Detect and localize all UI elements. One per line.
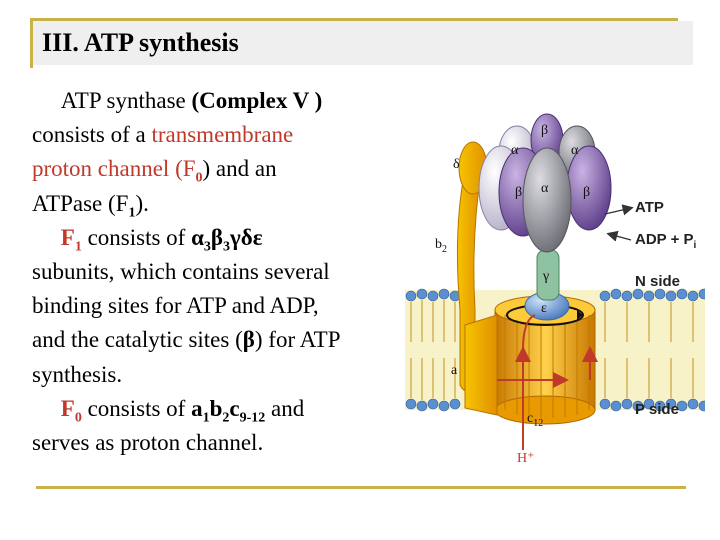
p2-line-5: synthesis. xyxy=(32,361,123,387)
p3-line-1: F0 consists of a1b2c9-12 and xyxy=(60,395,305,426)
p1-line-3: proton channel (F0) and an xyxy=(32,156,277,186)
a-label: a xyxy=(451,363,458,378)
beta-label-top: β xyxy=(541,123,548,138)
title-bar-top-rule xyxy=(30,18,678,21)
beta-label-left: β xyxy=(515,185,522,200)
c12-label: c12 xyxy=(527,411,543,429)
p2-line-4: and the catalytic sites (β) for ATP xyxy=(32,327,341,353)
delta-label: δ xyxy=(453,157,460,172)
b2-label: b2 xyxy=(435,237,447,255)
c-ring xyxy=(494,295,596,425)
hplus-label: H⁺ xyxy=(517,451,535,466)
alpha-label-center: α xyxy=(541,181,549,196)
p2-line-1: F1 consists of α3β3γδε xyxy=(60,224,263,255)
atp-label: ATP xyxy=(635,199,664,216)
membrane-heads-top xyxy=(405,288,710,302)
alpha-label-top-right: α xyxy=(571,143,579,158)
beta-label-right: β xyxy=(583,185,590,200)
page-title: III. ATP synthesis xyxy=(42,28,239,57)
p2-line-3: binding sites for ATP and ADP, xyxy=(32,293,319,319)
p2-line-2: subunits, which contains several xyxy=(32,259,330,285)
alpha-label-top: α xyxy=(511,143,519,158)
atp-synthase-figure: δ b2 a c12 ε γ xyxy=(405,110,710,480)
a-subunit xyxy=(464,314,498,416)
title-bar xyxy=(30,18,693,68)
body-text: ATP synthase (Complex V ) consists of a … xyxy=(32,84,412,460)
adp-pi-label: ADP + Pi xyxy=(635,231,697,251)
p1-line-4: ATPase (F1). xyxy=(32,190,149,221)
title-bar-left-rule xyxy=(30,18,33,68)
title-bar-fill xyxy=(33,21,693,65)
gamma-label: γ xyxy=(542,269,549,284)
bottom-rule xyxy=(36,486,686,489)
proton-path xyxy=(497,314,598,450)
p1-line-1: ATP synthase (Complex V ) xyxy=(60,88,323,113)
p1-line-2: consists of a transmembrane xyxy=(32,122,294,148)
atp-arrows xyxy=(604,204,634,242)
p3-line-2: serves as proton channel. xyxy=(32,430,264,456)
atp-synthase-diagram: δ b2 a c12 ε γ xyxy=(405,113,710,466)
n-side-label: N side xyxy=(635,273,680,290)
f1-head xyxy=(478,113,612,253)
p-side-label: P side xyxy=(635,401,679,418)
epsilon-label: ε xyxy=(541,301,547,316)
membrane-heads-bottom xyxy=(405,398,710,412)
